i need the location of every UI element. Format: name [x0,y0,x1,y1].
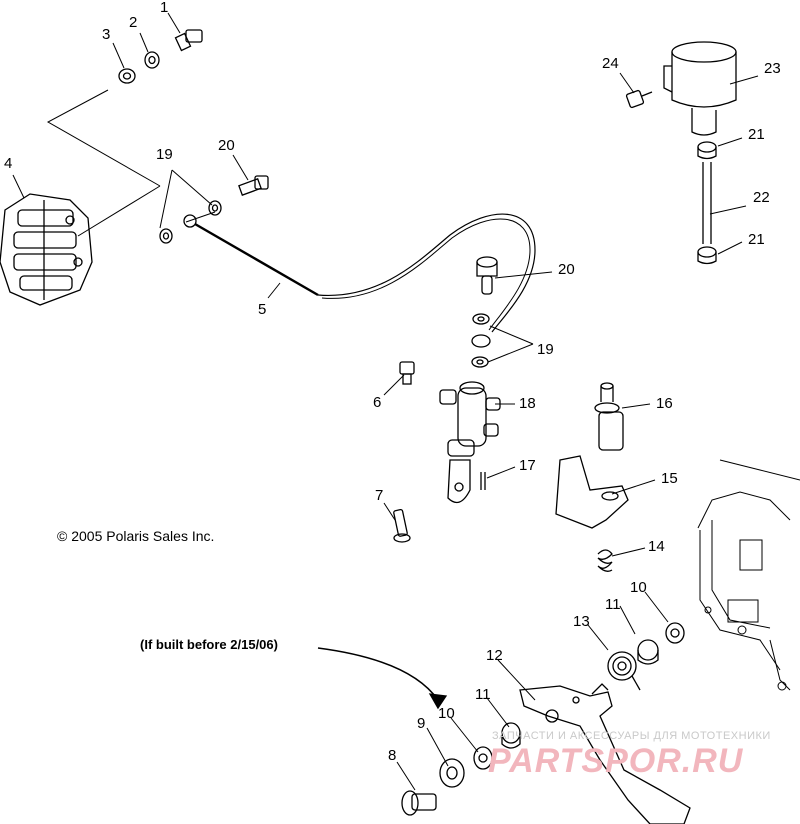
frame-section [697,459,800,691]
callout-5: 5 [258,301,267,318]
callout-17: 17 [519,457,536,474]
note-arrowhead [428,693,448,710]
part-10-washer-left [473,746,493,770]
part-24-screw [625,89,653,109]
part-16-pivot-shaft [594,382,624,451]
part-8-bolt [401,790,437,816]
watermark-tagline: ЗАПЧАСТИ И АКСЕССУАРЫ ДЛЯ МОТОТЕХНИКИ [492,730,771,742]
part-9-washer [439,758,465,788]
part-22-hose [702,162,712,244]
part-18-master-cylinder [439,381,501,504]
part-19-washers-right [471,313,491,368]
callout-21: 21 [748,231,765,248]
part-11-bushing-left [501,722,521,749]
part-23-reservoir [663,41,737,136]
callout-18: 18 [519,395,536,412]
part-20-banjo-bolt-lower [476,256,498,295]
part-12-brake-pedal [519,683,691,824]
part-19-washers-left [159,200,222,244]
callout-15: 15 [661,470,678,487]
callout-11: 11 [605,596,621,613]
copyright-text: © 2005 Polaris Sales Inc. [57,528,215,544]
part-10-washer-right [665,622,685,644]
callout-14: 14 [648,538,665,555]
callout-7: 7 [375,487,384,504]
part-21-clamp-lower [697,246,717,265]
part-15-bracket [555,455,629,529]
part-4-caliper [0,193,93,306]
watermark-logo: PARTSPOR.RU [488,742,744,780]
part-20-banjo-bolt-upper [238,175,269,196]
callout-19: 19 [537,341,554,358]
callout-8: 8 [388,747,397,764]
part-7-clevis-pin [393,508,411,543]
callout-16: 16 [656,395,673,412]
part-3-nut [118,68,136,84]
callout-13: 13 [573,613,590,630]
guide-lines [46,89,216,237]
callout-22: 22 [753,189,770,206]
part-2-washer [144,51,160,69]
callout-4: 4 [4,155,13,172]
part-17-cotter-pin [480,472,486,490]
part-14-spring [597,549,613,572]
callout-6: 6 [373,394,382,411]
part-5-brake-line [183,213,536,333]
callout-21: 21 [748,126,765,143]
part-11-bushing-right [637,639,659,665]
part-1-bolt [174,29,203,52]
note-arrow [317,647,439,701]
part-21-clamp-upper [697,141,717,160]
callout-12: 12 [486,647,503,664]
build-date-note: (If built before 2/15/06) [140,637,278,652]
callout-20: 20 [218,137,235,154]
callout-10: 10 [630,579,647,596]
part-6-bolt [399,361,415,385]
callout-23: 23 [764,60,781,77]
callout-20: 20 [558,261,575,278]
leader-lines [12,12,759,791]
callout-10: 10 [438,705,455,722]
callout-2: 2 [129,14,138,31]
callout-1: 1 [160,0,169,16]
callout-9: 9 [417,715,426,732]
callout-24: 24 [602,55,619,72]
part-13-return-spring [607,651,641,691]
callout-19: 19 [156,146,173,163]
callout-3: 3 [102,26,111,43]
callout-11: 11 [475,686,491,703]
